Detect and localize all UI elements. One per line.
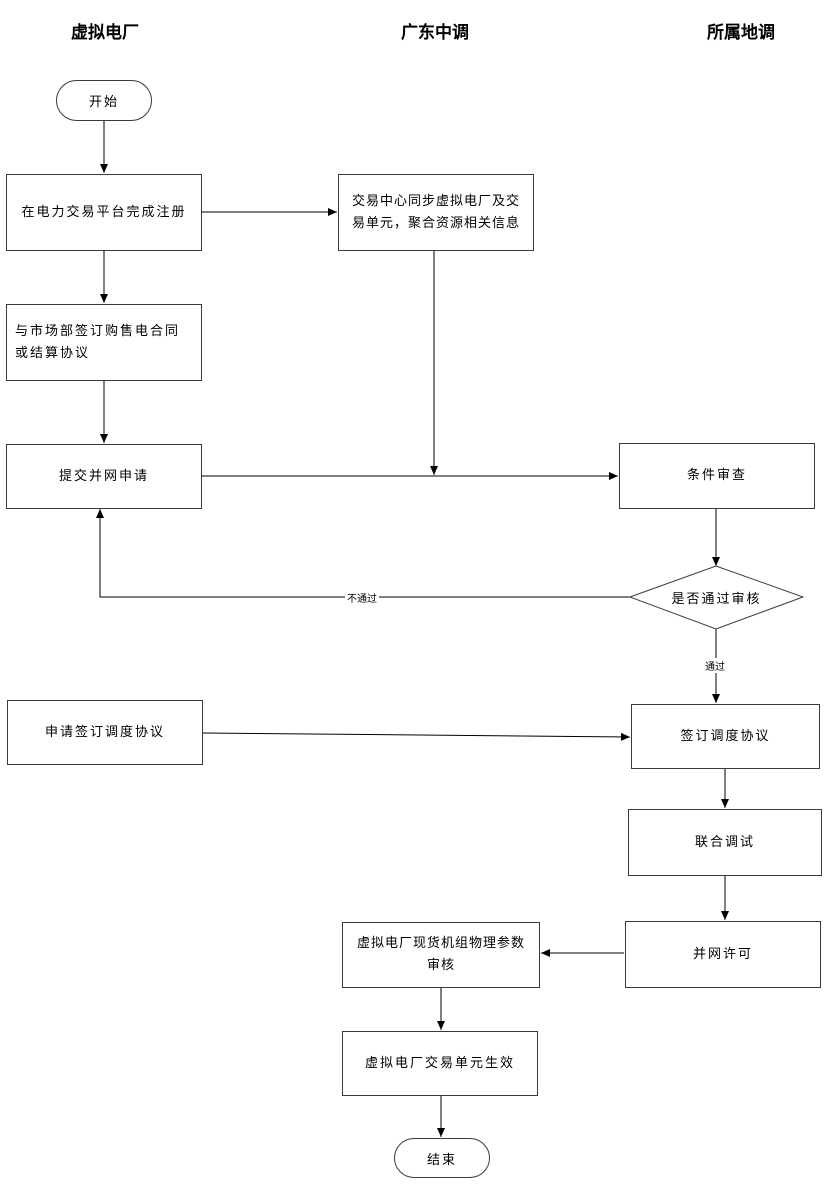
fail-label: 不通过 [345, 590, 379, 605]
lane-title-local: 所属地调 [707, 23, 775, 43]
register-node: 在电力交易平台完成注册 [6, 174, 202, 251]
decision-diamond [628, 565, 805, 630]
sign-dispatch-node: 签订调度协议 [631, 704, 820, 769]
sync-node: 交易中心同步虚拟电厂及交易单元，聚合资源相关信息 [338, 174, 534, 251]
review-node: 条件审查 [619, 443, 815, 509]
submit-node: 提交并网申请 [6, 444, 202, 509]
start-node: 开始 [56, 80, 152, 121]
lane-title-guangdong: 广东中调 [401, 23, 469, 43]
apply-dispatch-node: 申请签订调度协议 [7, 700, 203, 765]
unit-effective-node: 虚拟电厂交易单元生效 [342, 1031, 538, 1096]
edge-decision-fail [96, 509, 630, 598]
edge-apply-sign [202, 732, 631, 741]
grid-permit-node: 并网许可 [625, 921, 821, 988]
decision-label: 是否通过审核 [671, 591, 762, 607]
joint-test-node: 联合调试 [628, 809, 822, 876]
param-check-node: 虚拟电厂现货机组物理参数审核 [342, 922, 540, 988]
end-node: 结束 [394, 1138, 490, 1178]
contract-node: 与市场部签订购售电合同或结算协议 [6, 304, 202, 381]
lane-title-vpp: 虚拟电厂 [71, 23, 139, 43]
pass-label: 通过 [703, 658, 727, 673]
